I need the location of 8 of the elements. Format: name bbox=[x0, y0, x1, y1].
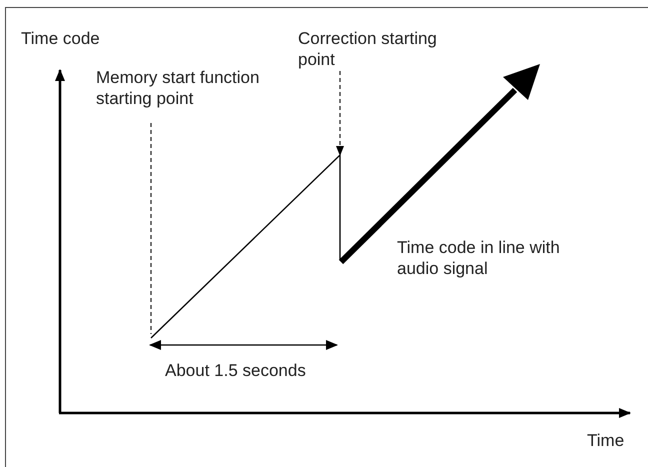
callout-text: Memory start function starting point bbox=[96, 67, 316, 109]
leader-line bbox=[150, 122, 152, 334]
leader-line bbox=[336, 70, 344, 156]
line-annotation: Time code in line with audio signal bbox=[397, 237, 561, 279]
axis-label: Time code bbox=[21, 28, 101, 49]
axis-label: Time bbox=[587, 430, 626, 451]
callout-text: Correction starting point bbox=[298, 28, 463, 70]
dimension-label: About 1.5 seconds bbox=[165, 360, 307, 381]
